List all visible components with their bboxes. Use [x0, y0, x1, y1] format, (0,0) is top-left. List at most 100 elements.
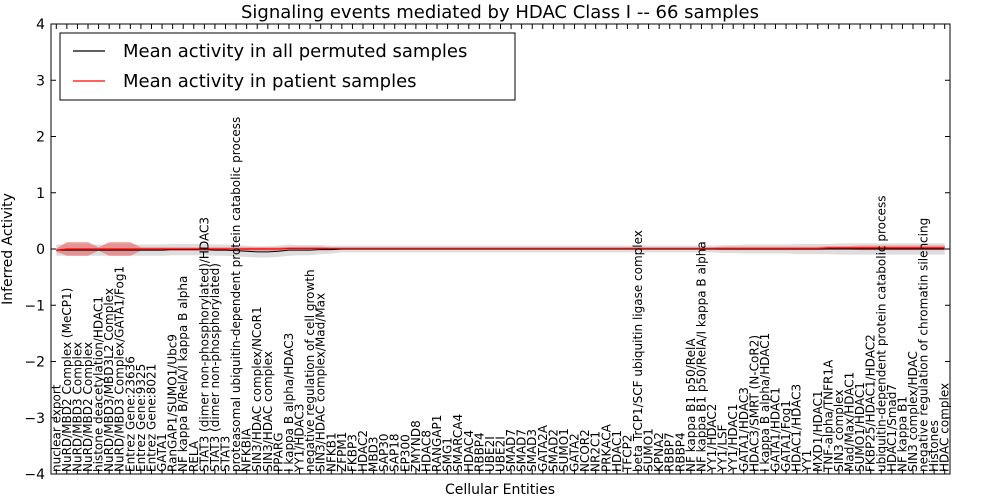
- patient-mean-line: [56, 247, 945, 251]
- x-tick-label: SIN3/HDAC complex/NCoR1: [250, 306, 264, 472]
- x-tick-label: HDAC4: [462, 430, 476, 472]
- x-tick-label: HDAC1: [610, 430, 624, 472]
- x-tick-label: Mad/Max/HDAC1: [843, 372, 857, 472]
- x-tick-label: NuRD/MBD3/MBD3L2 Complex: [102, 288, 116, 472]
- x-tick-label: SMAD2: [546, 429, 560, 472]
- y-tick-label: −1: [24, 298, 45, 314]
- y-axis-label: Inferred Activity: [0, 193, 16, 305]
- x-tick-label: Entrez Gene:23636: [123, 356, 137, 472]
- x-tick-label: EP300: [398, 434, 412, 472]
- x-tick-label: beta TrCP1/SCF ubiquitin ligase complex: [631, 230, 645, 472]
- x-tick-label: Entrez Gene:8021: [144, 364, 158, 472]
- x-tick-label: I kappa B alpha/HDAC1: [758, 333, 772, 472]
- x-tick-label: GATA1/Fog1: [779, 400, 793, 472]
- x-tick-label: ubiquitin-dependent protein catabolic pr…: [874, 196, 888, 472]
- x-tick-label: NuRD/MBD2 Complex (MeCP1): [60, 288, 74, 472]
- x-tick-label: STAT3 (dimer non-phosphorylated): [208, 263, 222, 472]
- x-tick-label: NF kappa B1 p50/RelA: [684, 338, 698, 472]
- x-tick-label: HDAC1/HDAC3: [790, 384, 804, 472]
- x-axis-label: Cellular Entities: [445, 482, 555, 498]
- x-tick-label: proteasomal ubiquitin-dependent protein …: [229, 117, 243, 472]
- x-tick-label: HDAC2: [356, 430, 370, 472]
- x-tick-label: RELA: [187, 440, 201, 472]
- x-tick-label: YY1/HDAC1: [726, 404, 740, 473]
- x-tick-label: HDAC1/Smad7: [885, 384, 899, 472]
- x-tick-label: ZMYND8: [409, 420, 423, 472]
- y-tick-label: 1: [36, 186, 45, 202]
- legend-label-patient: Mean activity in patient samples: [123, 71, 417, 92]
- x-tick-label: MXD1/HDAC1: [811, 390, 825, 472]
- x-tick-label: STAT3 (dimer non-phosphorylated)/HDAC3: [197, 217, 211, 472]
- x-tick-label: NCOR2: [578, 429, 592, 472]
- x-tick-label: GATA1/HDAC1: [768, 387, 782, 472]
- y-tick-label: −2: [24, 355, 45, 371]
- x-tick-label: GATA1: [155, 433, 169, 472]
- x-tick-label: UBE2I: [494, 436, 508, 472]
- x-tick-label: HDAC3/SMRT (N-CoR2): [747, 335, 761, 472]
- y-tick-label: −3: [24, 411, 45, 427]
- x-tick-label: SUMO1: [642, 428, 656, 472]
- x-tick-label: Entrez Gene:9325: [134, 364, 148, 472]
- x-tick-label: RanGAP1/SUMO1/Ubc9: [166, 334, 180, 472]
- x-tick-label: GATA2A: [536, 424, 550, 472]
- x-tick-label: I kappa B alpha/HDAC3: [282, 333, 296, 472]
- x-tick-label: SIN3 complex/HDAC: [906, 351, 920, 472]
- legend-box: [59, 32, 516, 101]
- x-tick-label: KPNA2: [652, 432, 666, 472]
- x-tick-label: STAT3: [219, 436, 233, 472]
- x-tick-label: RBBP4: [472, 432, 486, 472]
- x-tick-label: negative regulation of cell growth: [303, 269, 317, 472]
- x-tick-label: RBBP7: [663, 432, 677, 472]
- x-tick-label: NuRD/MBD3 Complex: [70, 342, 84, 472]
- y-tick-label: 2: [36, 130, 45, 146]
- x-tick-label: HDAC8: [419, 430, 433, 472]
- legend-label-permuted: Mean activity in all permuted samples: [123, 41, 467, 62]
- y-tick-label: −4: [24, 467, 45, 483]
- x-tick-label: RANGAP1: [430, 415, 444, 472]
- legend: Mean activity in all permuted samples Me…: [59, 32, 516, 101]
- x-tick-label: NF kappa B1: [895, 396, 909, 472]
- x-tick-label: NR2C1: [589, 431, 603, 472]
- x-tick-label: histone deacetylation/HDAC1: [92, 296, 106, 472]
- x-tick-label: GATA2: [568, 433, 582, 472]
- x-tick-label: NF kappa B1 p50/RelA/I kappa B alpha: [694, 241, 708, 472]
- x-tick-label: SUMO1/HDAC1: [853, 382, 867, 472]
- x-tick-label: SMARCA4: [451, 414, 465, 472]
- series-lines: [56, 247, 945, 253]
- x-tick-label: Histones: [927, 420, 941, 472]
- x-tick-label: RBBP4: [673, 432, 687, 472]
- x-tick-label: MBD3: [367, 437, 381, 472]
- x-tick-label: NFKBIA: [240, 427, 254, 472]
- x-tick-label: YY1: [800, 450, 814, 473]
- x-tick-label: negative regulation of chromatin silenci…: [917, 218, 931, 472]
- x-tick-label: GATA1/HDAC3: [737, 387, 751, 472]
- x-tick-label: SMAD7: [504, 429, 518, 472]
- x-tick-label: NF kappa B/RelA/I kappa B alpha: [176, 276, 190, 472]
- x-ticks: [55, 24, 946, 474]
- chart-title: Signaling events mediated by HDAC Class …: [241, 2, 759, 23]
- x-tick-label: SAP30: [377, 433, 391, 472]
- x-tick-label: PPARG: [271, 432, 285, 472]
- x-tick-label: FKBP25/HDAC1/HDAC2: [864, 334, 878, 472]
- x-tick-label: SUMO1: [557, 428, 571, 472]
- x-tick-label: NuRD/MBD3 Complex/GATA1/Fog1: [113, 266, 127, 472]
- x-tick-label: UBE2I: [483, 436, 497, 472]
- x-tick-label: SAP18: [388, 433, 402, 472]
- plot-frame: [50, 23, 951, 475]
- x-tick-label: ZFPM1: [335, 432, 349, 472]
- x-tick-label: SMAD7: [515, 429, 529, 472]
- y-tick-label: 4: [36, 17, 45, 33]
- x-tick-label: SIN3/HDAC complex: [261, 351, 275, 472]
- x-tick-label: HDAC complex: [938, 383, 952, 472]
- x-tick-label: PRKACA: [599, 423, 613, 472]
- x-tick-label: TFCP2: [620, 435, 634, 473]
- x-tick-label: SIN3/HDAC complex/Mad/Max: [314, 293, 328, 472]
- x-tick-label: SMAD3: [525, 429, 539, 472]
- x-tick-label: SIN3 complex: [832, 390, 846, 472]
- x-tick-label: YY1/HDAC2: [705, 404, 719, 473]
- x-tick-label: nuclear export: [49, 384, 63, 472]
- x-tick-label: NuRD/MBD2 Complex: [81, 342, 95, 472]
- x-tick-label: TNF-alpha/TNFR1A: [821, 359, 835, 473]
